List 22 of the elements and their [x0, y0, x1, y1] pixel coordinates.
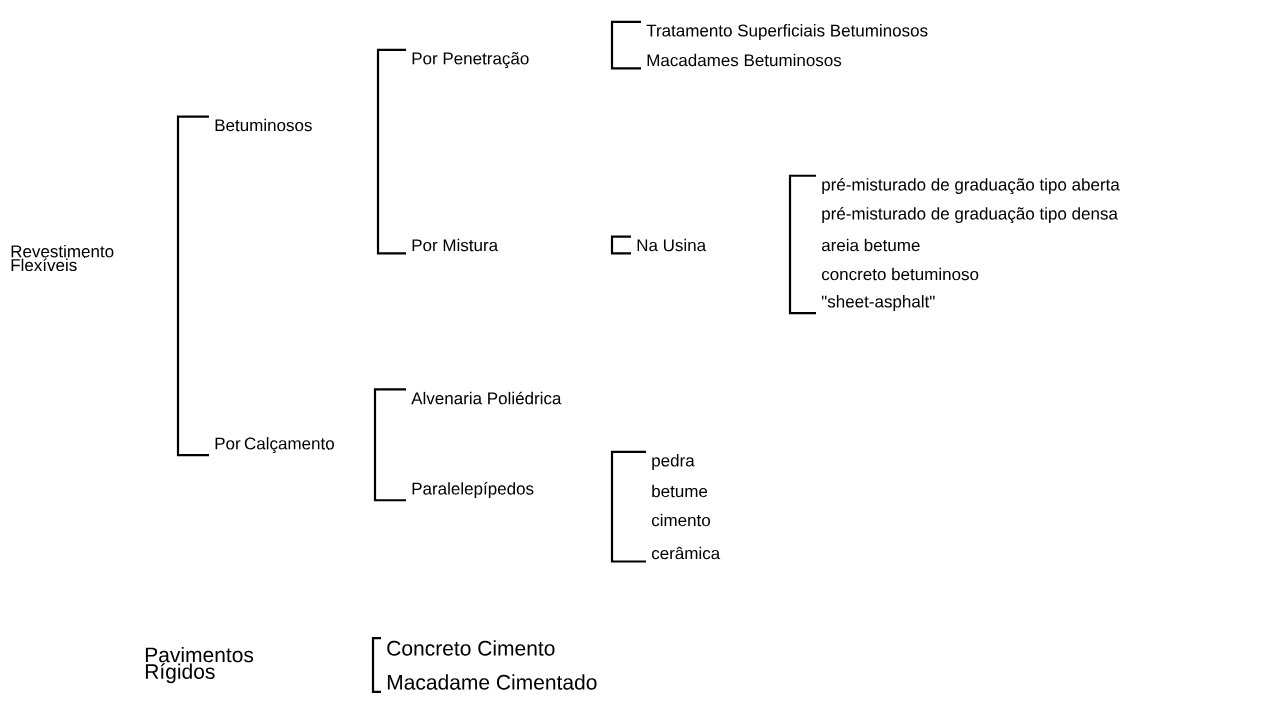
- tree-label: pré-misturado de graduação tipo densa: [822, 206, 1118, 224]
- tree-label: "sheet-asphalt": [821, 295, 935, 311]
- tree-label: Por Penetração: [412, 52, 529, 68]
- tree-label: Paralelepípedos: [412, 482, 534, 499]
- tree-label: Macadames Betuminosos: [647, 53, 842, 67]
- tree-label: pré-misturado de graduação tipo aberta: [822, 177, 1120, 195]
- tree-label: concreto betuminoso: [821, 267, 979, 281]
- tree-label: Na Usina: [637, 238, 707, 252]
- tree-label: Pavimentos Rígidos: [145, 646, 254, 684]
- tree-label: betume: [652, 484, 708, 498]
- tree-label: Revestimento Flexíveis: [11, 244, 114, 272]
- tree-label: areia betume: [821, 238, 920, 252]
- tree-label: Tratamento Superficiais Betuminosos: [646, 24, 928, 40]
- tree-label: Concreto Cimento: [387, 640, 555, 656]
- tree-label: cimento: [651, 513, 710, 527]
- tree-label: Alvenaria Poliédrica: [411, 391, 562, 405]
- tree-label: cerâmica: [651, 546, 721, 560]
- tree-label: Por Mistura: [412, 238, 499, 252]
- tree-label: Macadame Cimentado: [387, 674, 597, 690]
- tree-label: Betuminosos: [215, 118, 312, 132]
- tree-label: pedra: [652, 454, 695, 470]
- tree-label: Por Calçamento: [215, 437, 334, 453]
